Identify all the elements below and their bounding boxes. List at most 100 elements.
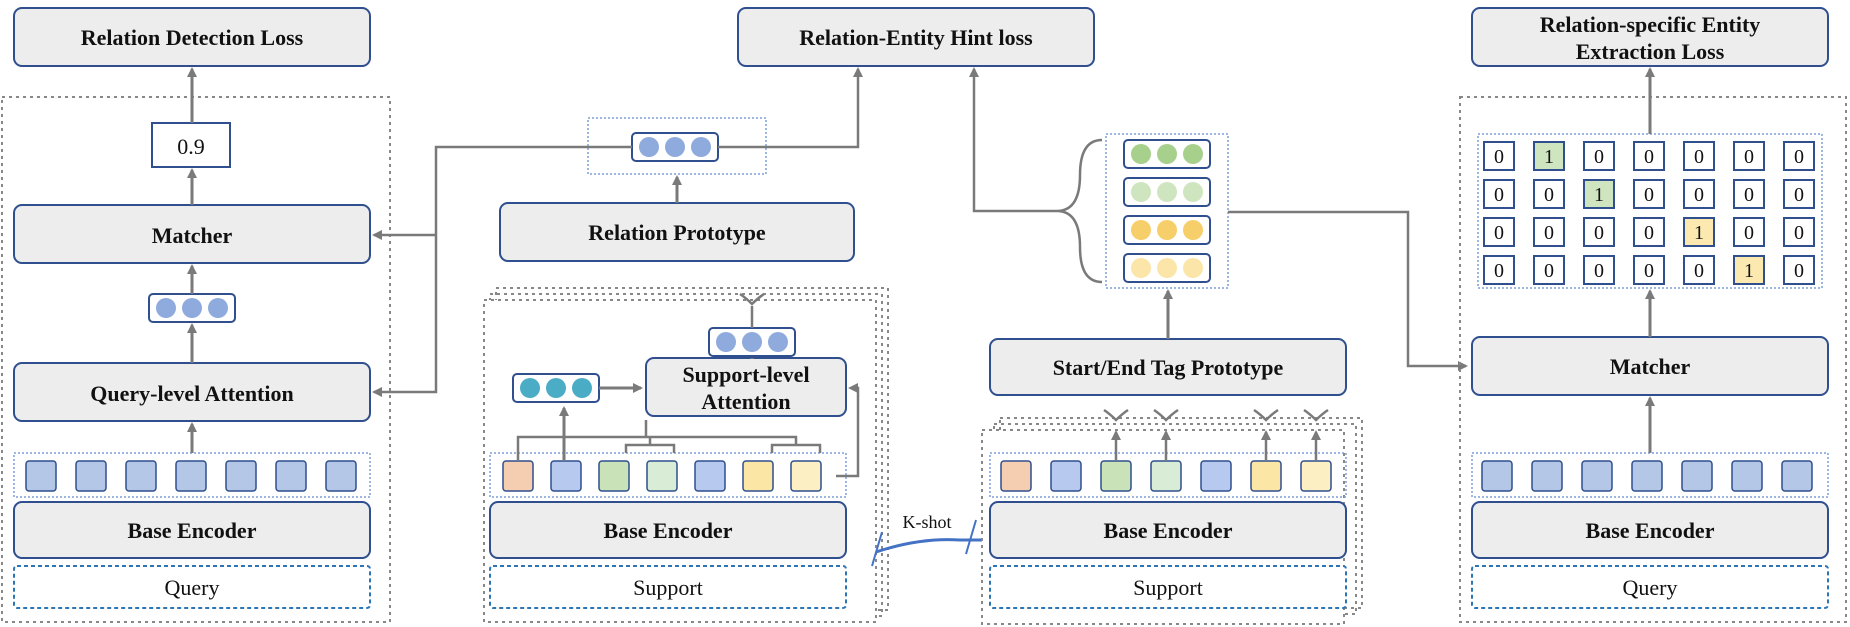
left-encoder-label: Base Encoder <box>128 518 257 543</box>
prototype-routing <box>372 67 863 397</box>
to-hint-loss <box>718 67 863 149</box>
query-vector-dot <box>182 298 202 318</box>
score-value: 0.9 <box>177 134 205 159</box>
left-panel: Relation Detection Loss 0.9 Matcher Quer… <box>1 7 391 623</box>
support-attention-label-line2: Attention <box>701 389 790 414</box>
matrix-cell <box>1533 179 1565 209</box>
right-query-input <box>1471 565 1829 609</box>
tag-to-right-matcher <box>1228 210 1468 371</box>
matrix-cell-value: 0 <box>1494 184 1504 206</box>
score-box <box>151 122 231 168</box>
tag-vector-dot <box>1131 258 1151 278</box>
aggregate-fork <box>739 292 765 306</box>
matrix-cell-value: 1 <box>1744 260 1754 282</box>
token-square <box>1481 460 1513 492</box>
matrix-cell-value: 0 <box>1494 222 1504 244</box>
matrix-cell <box>1783 179 1815 209</box>
matrix-cell-value: 0 <box>1644 146 1654 168</box>
token-square <box>550 460 582 492</box>
matrix-cell-value: 0 <box>1744 222 1754 244</box>
tag-token-strip <box>989 452 1347 498</box>
entity-extraction-loss-line2: Extraction Loss <box>1576 39 1725 64</box>
prototype-dot <box>639 137 659 157</box>
matrix-cell <box>1483 217 1515 247</box>
token-square <box>1000 460 1032 492</box>
relation-embedding-dot <box>520 378 540 398</box>
tag-fork <box>1253 408 1279 422</box>
matrix-cell-value: 0 <box>1594 260 1604 282</box>
matrix-cell <box>1683 179 1715 209</box>
token-square <box>1150 460 1182 492</box>
middle-token-connectors <box>516 386 860 478</box>
tag-fork <box>1153 408 1179 422</box>
middle-token-row <box>502 460 822 492</box>
tag-vector-dot <box>1183 220 1203 240</box>
hint-loss-label: Relation-Entity Hint loss <box>799 25 1033 50</box>
connector <box>646 435 798 445</box>
matrix-cell <box>1533 141 1565 171</box>
middle-support-label: Support <box>633 575 703 600</box>
arrow-head <box>848 383 858 393</box>
tag-vector-dot <box>1131 144 1151 164</box>
matrix-cell-value: 0 <box>1544 260 1554 282</box>
tag-prototype-vectors <box>1123 139 1211 283</box>
kshot-link: K-shot <box>871 512 990 567</box>
matrix-cell <box>1683 217 1715 247</box>
left-token-row <box>25 460 357 492</box>
left-matcher-label: Matcher <box>152 223 233 248</box>
token-square <box>1250 460 1282 492</box>
tag-vector-dot <box>1157 220 1177 240</box>
support-output-dot <box>742 332 762 352</box>
matrix-cell-value: 0 <box>1644 260 1654 282</box>
token-square <box>694 460 726 492</box>
matrix-cell <box>1583 217 1615 247</box>
token-square <box>1731 460 1763 492</box>
tag-vector-dot <box>1157 182 1177 202</box>
right-panel: Relation-specific Entity Extraction Loss… <box>1459 7 1847 623</box>
to-query-attention <box>372 145 632 397</box>
entity-extraction-loss-box <box>1471 7 1829 67</box>
token-square <box>1100 460 1132 492</box>
matrix-cell-value: 1 <box>1694 222 1704 244</box>
token-square <box>275 460 307 492</box>
matrix-cell-value: 0 <box>1794 146 1804 168</box>
matrix-cell-value: 0 <box>1694 260 1704 282</box>
relation-detection-loss-box <box>13 7 371 67</box>
right-encoder-box <box>1471 501 1829 559</box>
tag-vector-dot <box>1183 258 1203 278</box>
tag-token-arrows <box>1103 408 1329 461</box>
relation-embedding-dot <box>546 378 566 398</box>
tag-vector-dot <box>1157 144 1177 164</box>
matrix-cell <box>1733 179 1765 209</box>
tag-vector-dot <box>1131 220 1151 240</box>
tag-prototype-label: Start/End Tag Prototype <box>1053 355 1284 380</box>
matrix-cell-value: 0 <box>1494 260 1504 282</box>
matrix-cell-value: 0 <box>1794 222 1804 244</box>
matrix-cell <box>1733 217 1765 247</box>
token-square <box>75 460 107 492</box>
entity-extraction-loss-line1: Relation-specific Entity <box>1540 12 1761 37</box>
matrix-cell <box>1633 141 1665 171</box>
tag-encoder-box <box>989 501 1347 559</box>
tag-prototype-frame <box>1105 133 1229 289</box>
relation-detection-loss-label: Relation Detection Loss <box>81 25 304 50</box>
left-query-label: Query <box>165 575 220 600</box>
middle-support-input <box>489 565 847 609</box>
matrix-cell-value: 0 <box>1644 222 1654 244</box>
tag-brace <box>1057 138 1103 284</box>
matrix-cell <box>1483 255 1515 285</box>
prototype-dot <box>665 137 685 157</box>
token-square <box>1200 460 1232 492</box>
tag-to-hint-loss <box>969 67 1058 213</box>
token-square <box>1531 460 1563 492</box>
token-square <box>175 460 207 492</box>
tag-support-label: Support <box>1133 575 1203 600</box>
tag-fork <box>1303 408 1329 422</box>
middle-encoder-label: Base Encoder <box>604 518 733 543</box>
token-square <box>742 460 774 492</box>
support-output-dot <box>716 332 736 352</box>
token-square <box>25 460 57 492</box>
matrix-cell-value: 0 <box>1744 184 1754 206</box>
matrix-cell-value: 0 <box>1744 146 1754 168</box>
